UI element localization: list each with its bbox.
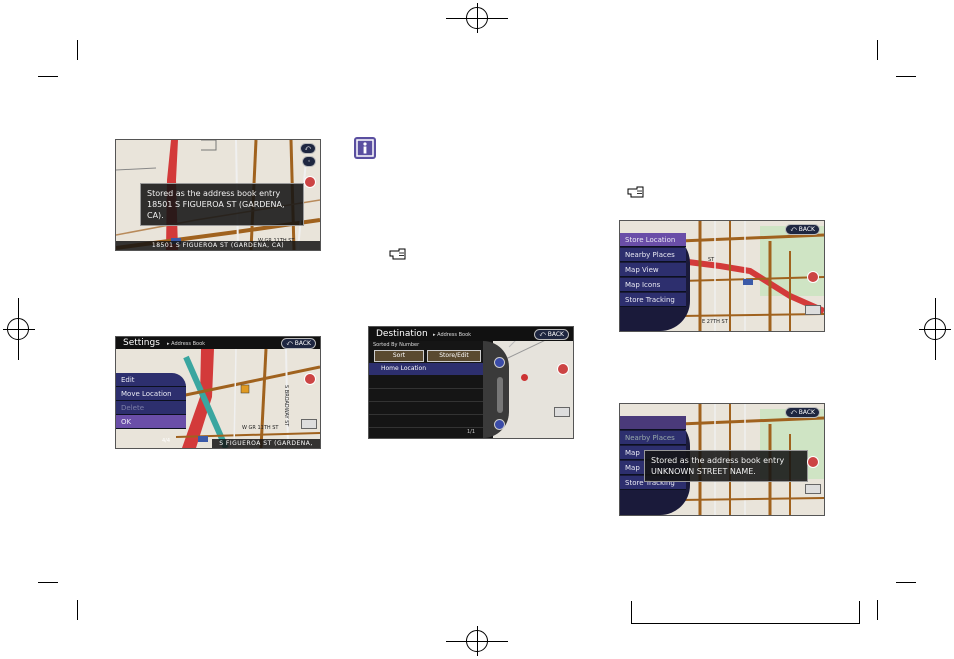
stored-message: Stored as the address book entry 18501 S… bbox=[140, 183, 304, 226]
screen-stored-unknown-street: Nearby Places Map Map Store Tracking ⤺ B… bbox=[619, 403, 825, 516]
current-street-bar: 18501 S FIGUEROA ST (GARDENA, CA) bbox=[116, 241, 320, 250]
title-bar: Settings ▸ Address Book ⤺ BACK bbox=[116, 337, 320, 349]
stored-message-line-1: Stored as the address book entry bbox=[651, 456, 785, 465]
back-label: BACK bbox=[798, 226, 815, 233]
back-button[interactable]: ⤺ BACK bbox=[785, 407, 820, 418]
page-number-box bbox=[631, 601, 860, 624]
subtitle-text: Address Book bbox=[171, 341, 206, 347]
back-arrow-icon: ⤺ bbox=[286, 340, 295, 347]
screen-map-menu: Store Location Nearby Places Map View Ma… bbox=[619, 220, 825, 332]
reference-hand-icon bbox=[627, 184, 645, 198]
compass-icon bbox=[304, 373, 316, 385]
scroll-up-icon[interactable] bbox=[494, 357, 505, 368]
stored-message: Stored as the address book entry UNKNOWN… bbox=[644, 450, 808, 482]
reference-hand-icon bbox=[389, 246, 407, 260]
map-control-button[interactable]: ◦ bbox=[302, 156, 316, 167]
subtitle-text: Address Book bbox=[437, 332, 472, 338]
menu-item-store-location[interactable] bbox=[620, 416, 686, 430]
compass-icon bbox=[807, 271, 819, 283]
list-item-empty[interactable] bbox=[369, 415, 493, 428]
scroll-dial[interactable] bbox=[483, 341, 509, 438]
map-street-label: ST bbox=[708, 257, 715, 263]
menu-item-map-view[interactable]: Map View bbox=[620, 263, 686, 277]
back-arrow-icon: ⤺ bbox=[539, 331, 548, 338]
menu-item-store-location[interactable]: Store Location bbox=[620, 233, 686, 247]
page-indicator: 4/4 bbox=[162, 438, 171, 444]
map-street-label: E 27TH ST bbox=[702, 319, 728, 325]
screen-subtitle: ▸ Address Book bbox=[167, 341, 206, 347]
menu-item-nearby-places[interactable]: Nearby Places bbox=[620, 248, 686, 262]
screen-title: Destination bbox=[376, 329, 428, 339]
list-item-empty[interactable] bbox=[369, 389, 493, 402]
back-arrow-icon: ⤺ bbox=[790, 226, 799, 233]
map-menu-panel: Store Location Nearby Places Map View Ma… bbox=[620, 233, 690, 331]
screen-subtitle: ▸ Address Book bbox=[433, 332, 472, 338]
map-scale-icon bbox=[301, 419, 317, 429]
back-button[interactable]: ⤺ BACK bbox=[534, 329, 569, 340]
screen-destination-address-book: Destination ▸ Address Book ⤺ BACK Sorted… bbox=[368, 326, 574, 439]
map-scale-icon bbox=[805, 484, 821, 494]
home-location-marker-icon bbox=[521, 374, 528, 381]
settings-menu: Edit Move Location Delete OK bbox=[116, 373, 186, 429]
sort-caption: Sorted By Number bbox=[373, 342, 420, 348]
back-button[interactable]: ⤺ BACK bbox=[785, 224, 820, 235]
stored-message-line-2: UNKNOWN STREET NAME. bbox=[651, 467, 756, 476]
info-icon bbox=[354, 137, 376, 159]
back-label: BACK bbox=[294, 340, 311, 347]
list-item-home-location[interactable]: Home Location bbox=[369, 363, 493, 375]
current-street-bar: S FIGUEROA ST (GARDENA, CA) bbox=[212, 439, 320, 448]
back-label: BACK bbox=[798, 409, 815, 416]
map-street-label: S BROADWAY ST bbox=[283, 385, 289, 427]
back-button[interactable]: ⤺ bbox=[299, 143, 316, 154]
screen-settings-address-book: Settings ▸ Address Book ⤺ BACK Edit Move… bbox=[115, 336, 321, 449]
title-bar: Destination ▸ Address Book ⤺ BACK bbox=[369, 327, 573, 341]
menu-item-move-location[interactable]: Move Location bbox=[116, 387, 186, 401]
map-scale-icon bbox=[805, 305, 821, 315]
list-item-empty[interactable] bbox=[369, 376, 493, 389]
sort-button[interactable]: Sort bbox=[374, 350, 424, 362]
menu-item-delete[interactable]: Delete bbox=[116, 401, 186, 415]
compass-icon bbox=[557, 363, 569, 375]
list-item-empty[interactable] bbox=[369, 402, 493, 415]
menu-item-ok[interactable]: OK bbox=[116, 415, 186, 429]
back-label: BACK bbox=[547, 331, 564, 338]
page-indicator: 1/1 bbox=[467, 429, 476, 435]
screen-stored-address-message: ⤺ ◦ Stored as the address book entry 185… bbox=[115, 139, 321, 251]
store-edit-button[interactable]: Store/Edit bbox=[427, 350, 481, 362]
back-arrow-icon: ⤺ bbox=[790, 409, 799, 416]
back-button[interactable]: ⤺ BACK bbox=[281, 338, 316, 349]
menu-item-map-icons[interactable]: Map Icons bbox=[620, 278, 686, 292]
address-book-list-panel: Sorted By Number Sort Store/Edit Home Lo… bbox=[369, 341, 493, 438]
highway-shield-icon bbox=[743, 279, 753, 285]
scroll-down-icon[interactable] bbox=[494, 419, 505, 430]
highway-shield-icon bbox=[198, 436, 208, 442]
back-arrow-icon: ⤺ bbox=[304, 145, 311, 152]
map-street-label: W GR 11TH ST bbox=[242, 425, 279, 431]
screen-title: Settings bbox=[123, 338, 160, 348]
menu-item-nearby-places[interactable]: Nearby Places bbox=[620, 431, 686, 445]
menu-item-store-tracking[interactable]: Store Tracking bbox=[620, 293, 686, 307]
scrollbar[interactable] bbox=[497, 377, 503, 413]
zoom-icon: ◦ bbox=[307, 158, 311, 165]
map-scale-icon bbox=[554, 407, 570, 417]
compass-icon bbox=[807, 456, 819, 468]
compass-icon bbox=[304, 176, 316, 188]
menu-item-edit[interactable]: Edit bbox=[116, 373, 186, 387]
